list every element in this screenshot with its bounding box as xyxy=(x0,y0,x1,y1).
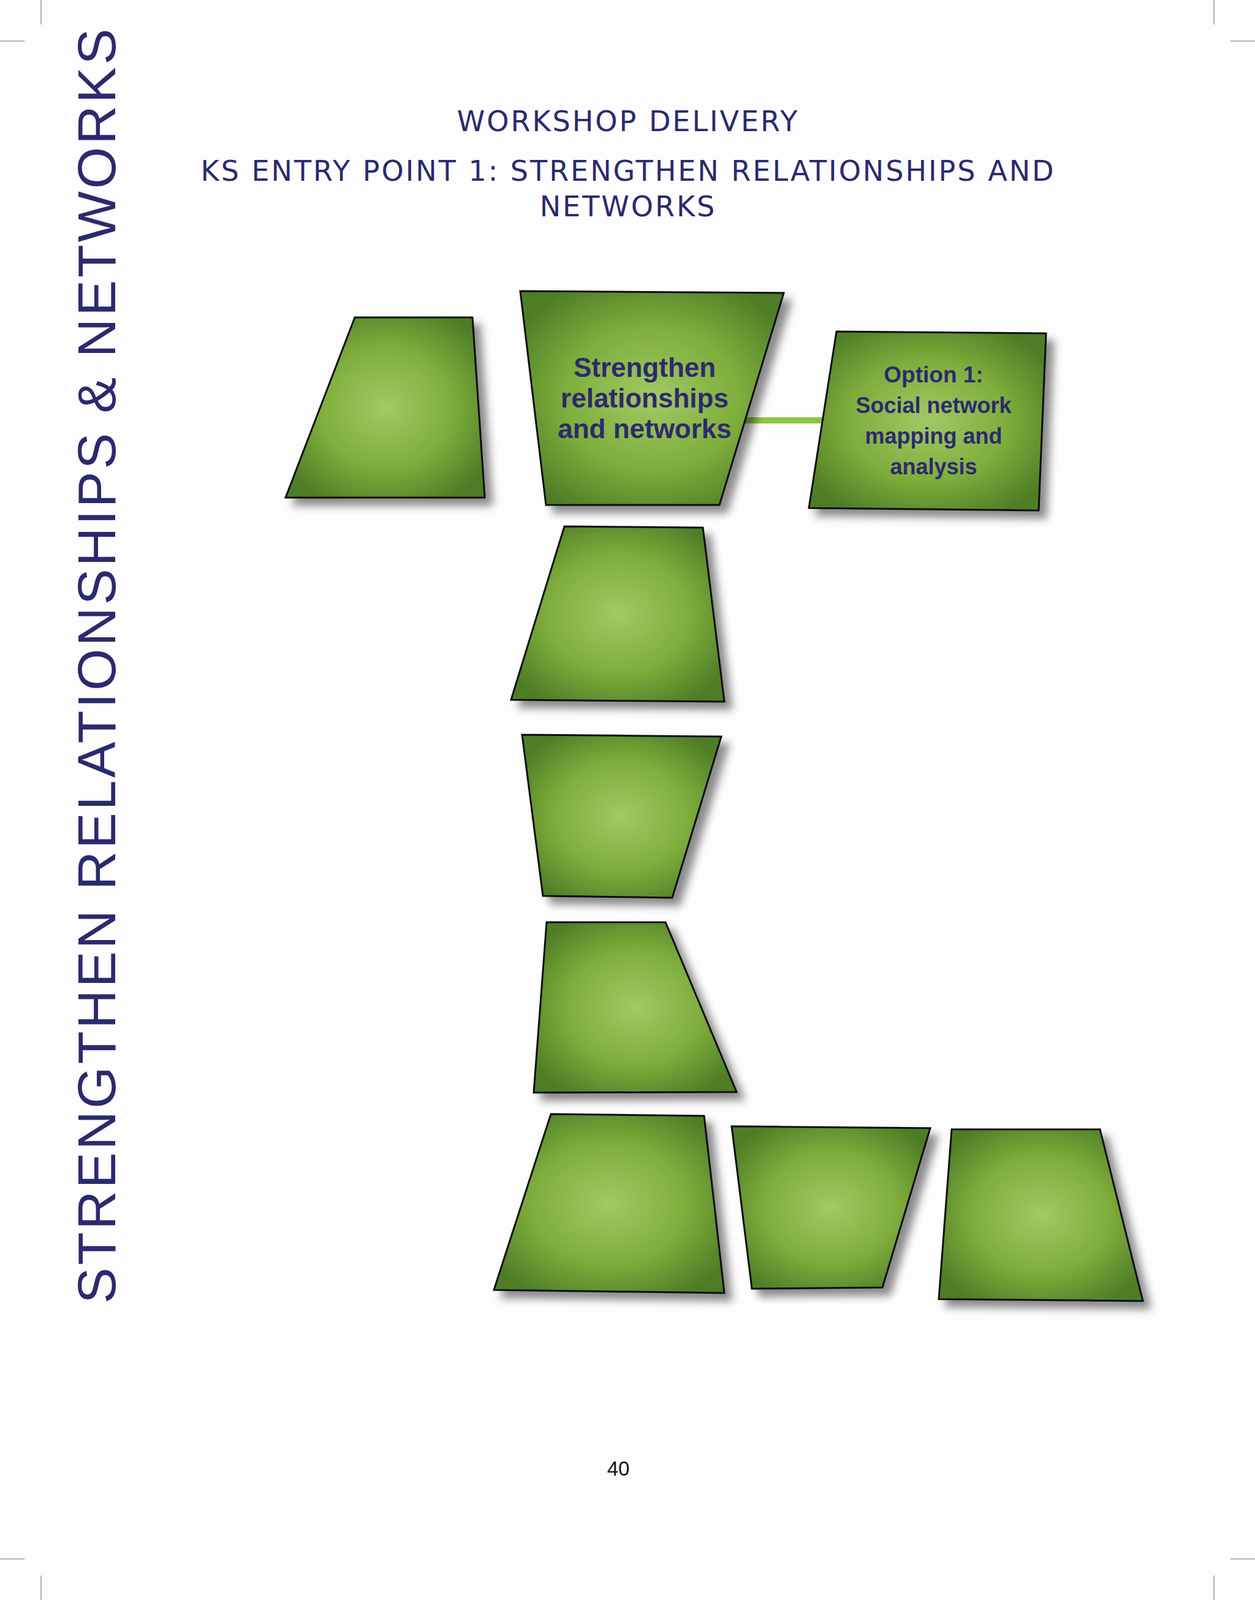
page-title: WORKSHOP DELIVERY xyxy=(183,104,1073,139)
connector-line xyxy=(745,420,823,421)
block-shape xyxy=(808,331,1047,511)
block-heading: Strengthen relationships and networks xyxy=(546,352,743,445)
subtitle: KS ENTRY POINT 1: STRENGTHEN RELATIONSHI… xyxy=(131,153,1125,225)
option-block: Option 1:Social network mapping and anal… xyxy=(808,331,1047,511)
main-block: Strengthen relationships and networks xyxy=(520,291,784,505)
page-number: 40 xyxy=(557,1457,680,1481)
block-text: Strengthen relationships and networks xyxy=(546,352,743,445)
block-body: Social network mapping and analysis xyxy=(841,390,1026,483)
block-heading: Option 1: xyxy=(883,359,983,391)
block-text: Option 1:Social network mapping and anal… xyxy=(841,359,1026,483)
side-heading: STRENGTHEN RELATIONSHIPS & NETWORKS xyxy=(63,21,131,1309)
